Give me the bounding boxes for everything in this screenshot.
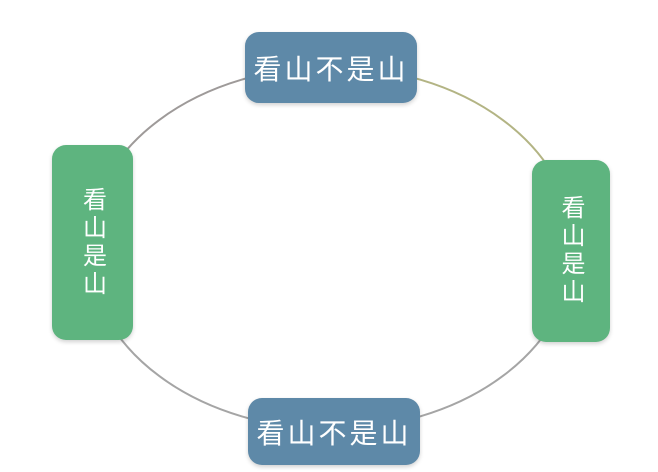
node-bottom[interactable]: 看山不是山 (248, 398, 420, 465)
node-top[interactable]: 看山不是山 (245, 32, 417, 103)
node-left[interactable]: 看山是山 (52, 145, 133, 340)
node-left-label: 看山是山 (78, 186, 107, 299)
node-right-label: 看山是山 (557, 195, 585, 307)
node-top-label: 看山不是山 (253, 52, 409, 86)
node-right[interactable]: 看山是山 (532, 160, 610, 342)
node-bottom-label: 看山不是山 (256, 416, 412, 450)
